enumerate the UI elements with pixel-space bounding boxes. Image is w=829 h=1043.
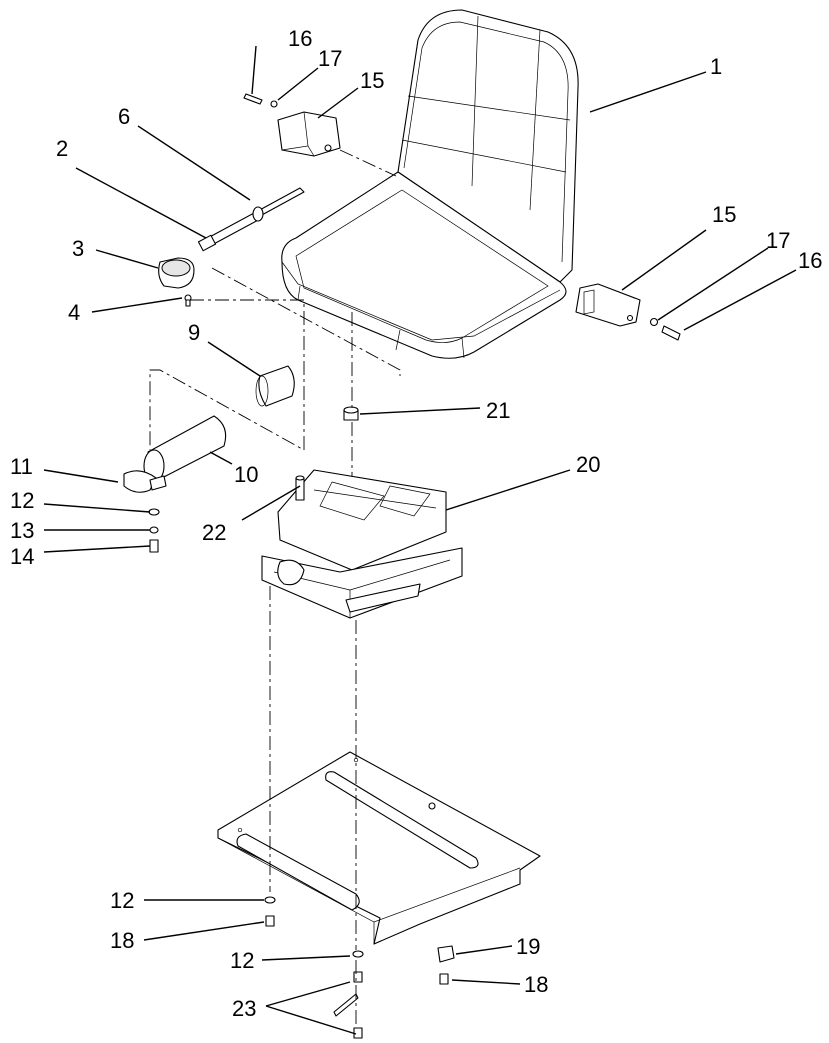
callout-21: 21 [486,398,510,423]
callout-3: 3 [72,236,84,261]
callout-16: 16 [288,26,312,51]
bolt-16-right [649,317,681,341]
callout-6: 6 [118,104,130,129]
callout-11: 11 [10,454,33,479]
callout-15: 15 [712,202,736,227]
callout-15: 15 [360,68,384,93]
leader-lines [43,45,797,1035]
callout-2: 2 [56,136,68,161]
seat-bracket-right [575,283,641,327]
callout-19: 19 [516,934,540,959]
callout-12: 12 [10,488,34,513]
callout-10: 10 [234,462,258,487]
tube-9 [255,365,295,407]
callout-14: 14 [10,544,34,569]
callout-13: 13 [10,518,34,543]
assembly-lines [149,149,401,1026]
hardware-12-13-14 [148,508,160,553]
mounting-plate [217,751,541,945]
seat-bracket-left [277,111,341,157]
callout-12: 12 [230,948,254,973]
callout-4: 4 [68,300,80,325]
callout-9: 9 [188,320,200,345]
clamp-11 [123,470,167,493]
callout-17: 17 [318,46,342,71]
callout-22: 22 [202,520,226,545]
callout-16: 16 [798,248,822,273]
spacer-21 [343,406,359,421]
seat-suspension-20 [261,469,463,619]
seat-switch-assembly [158,187,305,307]
callout-23: 23 [232,996,256,1021]
callout-1: 1 [710,54,722,79]
bolt-16-left [243,93,278,108]
seat-part [281,9,579,359]
callout-12: 12 [110,888,134,913]
callout-18: 18 [110,928,134,953]
callout-20: 20 [576,452,600,477]
lower-hardware [264,896,455,1039]
callout-labels: 1 2 3 4 6 9 10 11 12 13 14 15 16 17 15 1… [10,26,822,1021]
callout-18: 18 [524,972,548,997]
tube-10 [143,415,227,483]
callout-17: 17 [766,228,790,253]
